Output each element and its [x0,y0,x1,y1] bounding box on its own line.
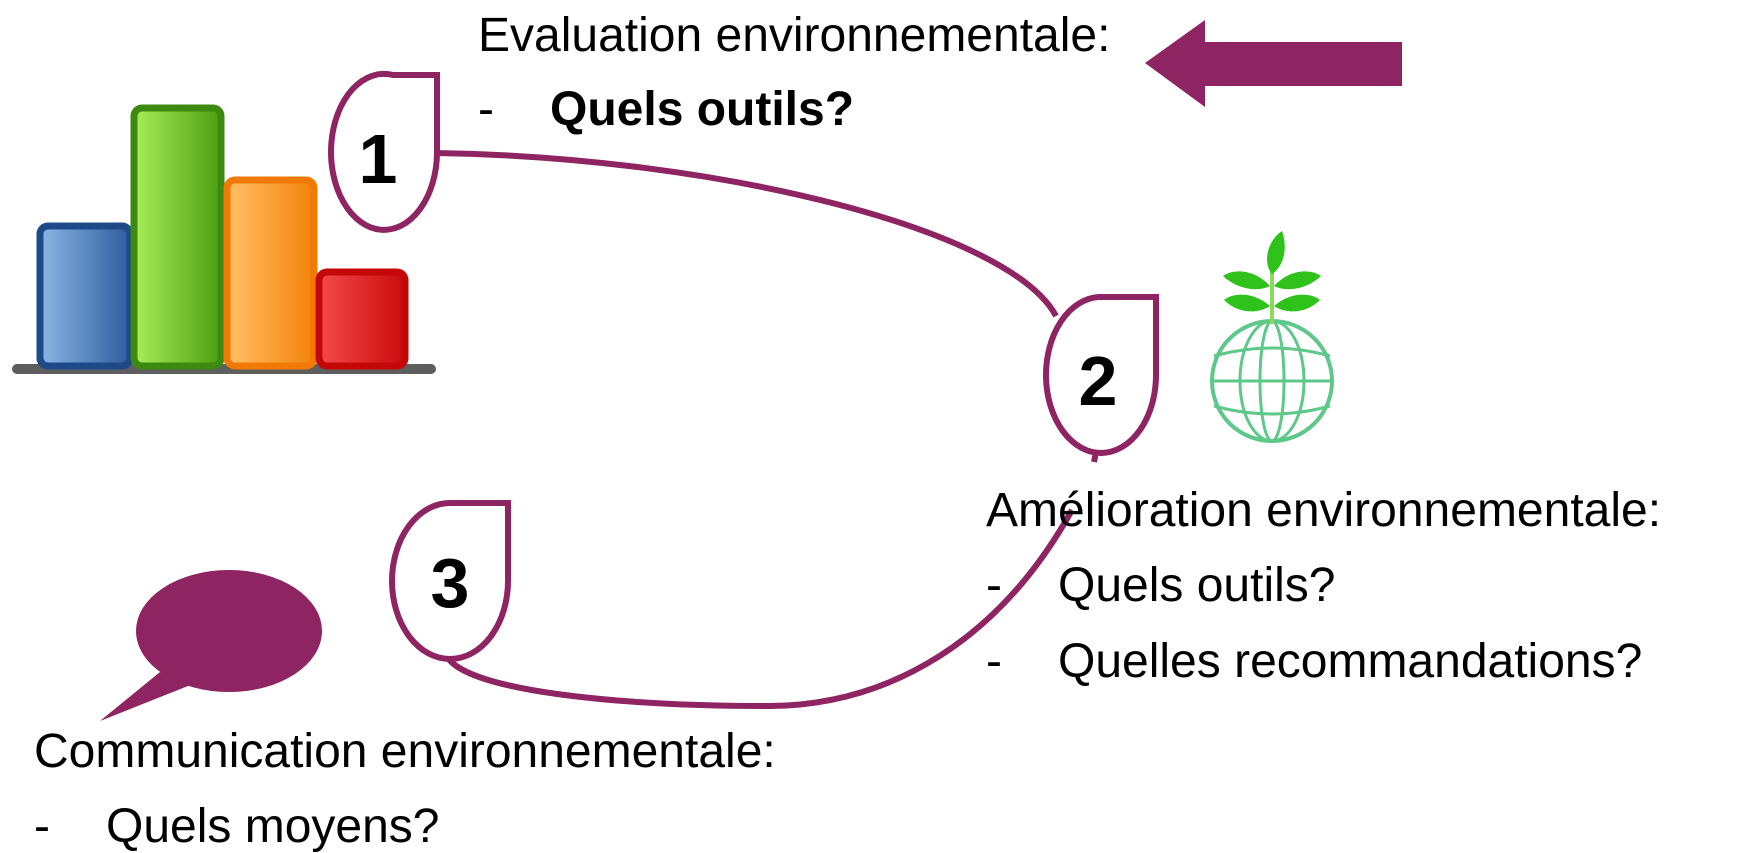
step-1-number: 1 [359,120,398,198]
speech-bubble-icon [100,570,322,721]
step-2-number: 2 [1079,342,1118,420]
bullet-text: Quels outils? [550,83,855,136]
bullet-dash: - [986,635,1002,688]
left-arrow-icon [1145,20,1402,107]
connector-2-to-3 [445,508,1075,710]
step-3-heading: Communication environnementale: [34,725,776,778]
bullet-text: Quels outils? [1058,559,1336,612]
connector-1-to-2 [434,150,1059,318]
step-3-number: 3 [431,544,470,622]
bullet-dash: - [34,800,50,853]
bullet-text: Quelles recommandations? [1058,635,1643,688]
step-3-marker: 3 [389,500,511,662]
step-2-heading: Amélioration environnementale: [986,484,1662,537]
globe-plant-icon [1210,231,1334,443]
bullet-dash: - [986,559,1002,612]
bullet-dash: - [478,83,494,136]
bar-chart-icon [12,104,436,374]
bullet-text: Quels moyens? [106,800,440,853]
step-2-marker: 2 [1043,294,1159,456]
step-1-marker: 1 [328,70,440,233]
step-1-heading: Evaluation environnementale: [478,9,1111,62]
